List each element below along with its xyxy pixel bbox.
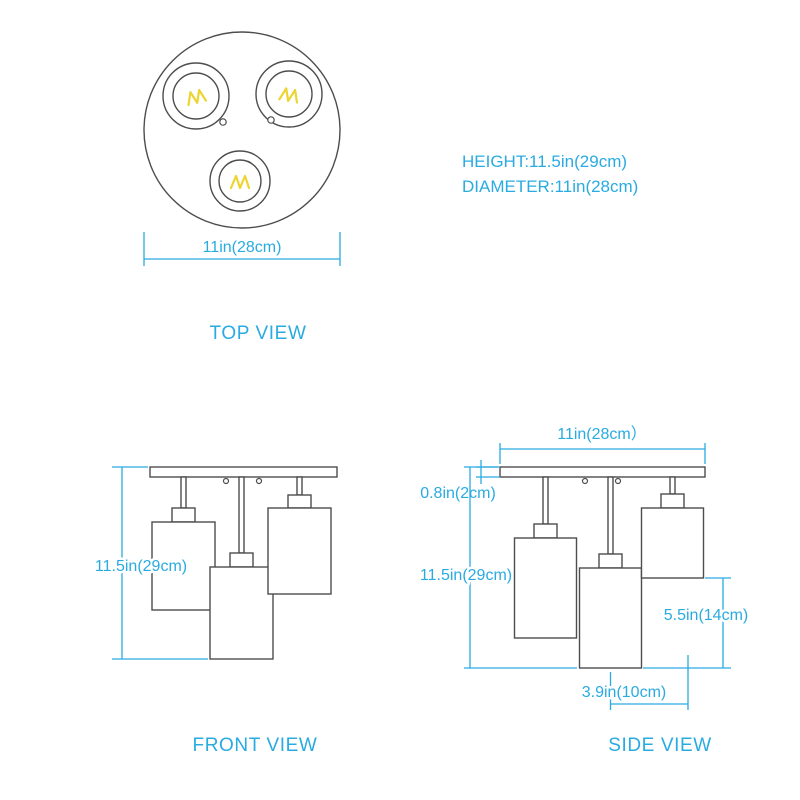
top-view-title: TOP VIEW	[209, 323, 306, 344]
top-diameter-label: 11in(28cm)	[203, 239, 282, 256]
stem-center	[238, 476, 245, 554]
bulb-filaments	[187, 87, 299, 190]
side-canopy-thickness-dimension-lines	[476, 460, 500, 484]
stem-left	[542, 476, 549, 525]
canopy-nub-left	[581, 477, 589, 485]
bulb-filament-icon	[187, 88, 208, 107]
top-view-drawing	[143, 31, 341, 229]
side-shade-drop-dimension-lines	[643, 577, 731, 669]
front-view-title: FRONT VIEW	[193, 735, 318, 756]
socket-left	[533, 523, 558, 539]
side-height-label: 11.5in(29cm)	[420, 567, 512, 584]
stem-right	[669, 476, 676, 495]
bulb-filament-icon	[278, 87, 299, 104]
side-canopy-thickness-label: 0.8in(2cm)	[420, 485, 496, 502]
spec-height-text: HEIGHT:11.5in(29cm)	[462, 152, 627, 171]
stem-center	[607, 476, 614, 555]
shade-center	[209, 566, 274, 660]
front-view-drawing	[149, 466, 338, 660]
canopy-nub-right	[255, 477, 263, 485]
front-height-dimension-lines	[112, 466, 208, 660]
side-width-dimension-lines	[499, 443, 706, 464]
socket-center	[229, 552, 254, 568]
socket-center	[598, 553, 623, 569]
side-view-drawing	[499, 466, 706, 669]
front-height-label: 11.5in(29cm)	[95, 558, 187, 575]
side-view-title: SIDE VIEW	[608, 735, 712, 756]
shade-center	[578, 567, 643, 669]
side-shade-diameter-dimension-lines	[609, 655, 689, 710]
socket-right	[660, 493, 685, 509]
socket-ring-bottom-inner	[218, 159, 262, 203]
top-diameter-dimension-lines	[143, 232, 341, 266]
mounting-hole-left	[219, 118, 227, 126]
shade-left	[151, 521, 216, 611]
side-height-dimension-lines	[464, 466, 577, 669]
side-shade-diameter-label: 3.9in(10cm)	[582, 684, 666, 701]
socket-left	[171, 507, 196, 523]
side-shade-drop-label: 5.5in(14cm)	[664, 607, 748, 624]
stem-left	[180, 476, 187, 509]
shade-right	[640, 507, 705, 579]
shade-left	[513, 537, 578, 639]
canopy-plate	[149, 466, 338, 478]
stem-right	[296, 476, 303, 496]
socket-ring-left-inner	[172, 72, 220, 120]
canopy-nub-right	[614, 477, 622, 485]
spec-diameter-text: DIAMETER:11in(28cm)	[462, 177, 638, 196]
bulb-filament-icon	[229, 174, 251, 190]
socket-right	[287, 494, 312, 509]
side-width-label: 11in(28cm）	[557, 425, 647, 443]
canopy-nub-left	[222, 477, 230, 485]
shade-right	[267, 507, 332, 595]
mounting-hole-right	[267, 116, 275, 124]
socket-ring-right-inner	[265, 70, 313, 118]
canopy-plate	[499, 466, 706, 478]
